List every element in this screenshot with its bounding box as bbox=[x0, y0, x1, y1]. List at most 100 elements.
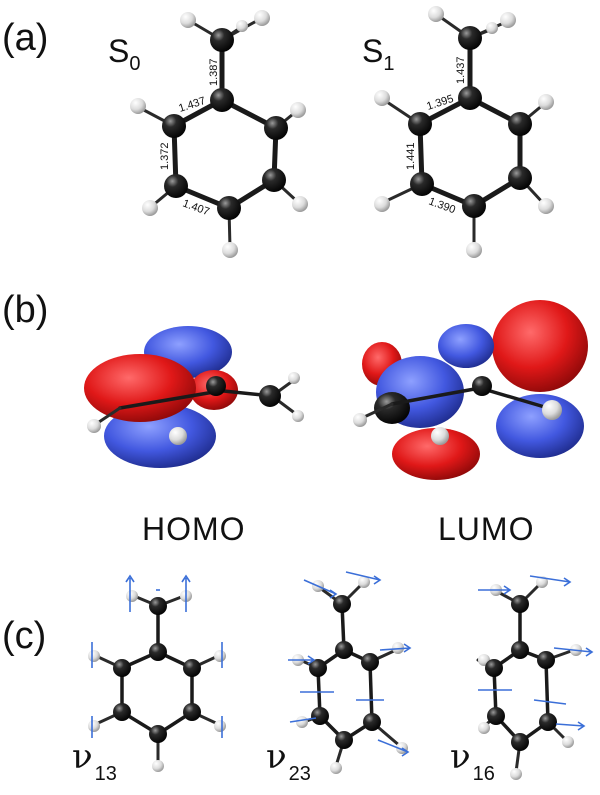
mode-16-displacement-arrows bbox=[478, 575, 594, 731]
mode-13-h-atom bbox=[214, 650, 226, 662]
s1-h-atom bbox=[538, 94, 554, 110]
s1-c-atom bbox=[408, 112, 432, 136]
mode-23-h-atom bbox=[330, 762, 342, 774]
s1-h-atom bbox=[374, 90, 390, 106]
s0-c-atom bbox=[210, 88, 234, 112]
s0-h-atom bbox=[180, 12, 196, 28]
mode-23-h-atom bbox=[296, 716, 308, 728]
lumo-negative-lobe bbox=[438, 324, 494, 368]
panel-b-label: (b) bbox=[2, 289, 48, 331]
s0-h-atom bbox=[290, 102, 306, 118]
mode-16-c-atom bbox=[487, 707, 505, 725]
s1-bond-label: 1.441 bbox=[405, 142, 417, 170]
s1-h-atom bbox=[374, 196, 390, 212]
s1-molecule: 1.437 1.395 1.441 1.390 bbox=[374, 6, 554, 258]
mode-13-displacement-arrows bbox=[91, 574, 223, 738]
mode-13-c-atom bbox=[149, 725, 167, 743]
homo-label: HOMO bbox=[142, 511, 246, 547]
mode-13-c-atom bbox=[183, 659, 201, 677]
mode-13-h-atom bbox=[214, 720, 226, 732]
s1-c-atom bbox=[508, 166, 532, 190]
mode-16-c-atom bbox=[485, 659, 503, 677]
lumo-orbital bbox=[353, 300, 588, 480]
mode-13-molecule bbox=[88, 574, 226, 772]
homo-positive-lobe bbox=[84, 354, 196, 422]
lumo-h-atom bbox=[353, 413, 367, 427]
mode-16-molecule bbox=[476, 575, 594, 780]
mode-23-c-atom bbox=[361, 653, 379, 671]
mode-13-h-atom bbox=[88, 720, 100, 732]
mode-23-h-atom bbox=[358, 576, 370, 588]
s1-c-atom bbox=[462, 194, 486, 218]
s0-c-atom bbox=[210, 28, 234, 52]
mode-13-h-atom bbox=[88, 650, 100, 662]
s1-c-atom bbox=[458, 86, 482, 110]
s0-h-atom bbox=[236, 20, 248, 32]
mode-13-c-atom bbox=[113, 659, 131, 677]
mode-16-h-atom bbox=[510, 768, 522, 780]
mode-23-c-atom bbox=[333, 595, 351, 613]
s0-h-atom bbox=[222, 242, 238, 258]
mode-13-c-atom bbox=[113, 703, 131, 721]
mode-23-c-atom bbox=[311, 707, 329, 725]
mode-23-c-atom bbox=[309, 659, 327, 677]
s1-bond-label: 1.437 bbox=[455, 56, 467, 84]
s0-bond-label: 1.372 bbox=[159, 142, 171, 170]
homo-h-atom bbox=[169, 427, 187, 445]
s1-c-atom bbox=[458, 26, 482, 50]
s0-c-atom bbox=[164, 174, 188, 198]
lumo-label: LUMO bbox=[438, 511, 534, 547]
s0-bond-label: 1.387 bbox=[208, 58, 220, 86]
s1-h-atom bbox=[428, 6, 444, 22]
lumo-h-atom bbox=[542, 400, 562, 420]
mode-23-c-atom bbox=[363, 713, 381, 731]
mode-23-displacement-arrows bbox=[288, 571, 412, 757]
mode-16-c-atom bbox=[537, 651, 555, 669]
homo-h-atom bbox=[288, 372, 300, 384]
s1-state-label: S1 bbox=[362, 33, 394, 75]
mode-16-c-atom bbox=[511, 641, 529, 659]
s1-h-atom bbox=[486, 22, 498, 34]
panel-a-label: (a) bbox=[2, 17, 48, 59]
s0-molecule: 1.387 1.437 1.372 1.407 bbox=[130, 10, 308, 258]
s0-h-atom bbox=[130, 98, 146, 114]
s0-h-atom bbox=[292, 196, 308, 212]
s1-h-atom bbox=[466, 242, 482, 258]
s0-h-atom bbox=[254, 10, 270, 26]
s0-c-atom bbox=[264, 116, 288, 140]
mode-13-c-atom bbox=[149, 643, 167, 661]
mode-23-c-atom bbox=[335, 641, 353, 659]
mode-16-h-atom bbox=[562, 736, 574, 748]
mode-13-h-atom bbox=[152, 760, 164, 772]
s1-c-atom bbox=[508, 112, 532, 136]
s0-c-atom bbox=[162, 114, 186, 138]
s1-c-atom bbox=[410, 172, 434, 196]
mode-13-c-atom bbox=[149, 597, 167, 615]
lumo-h-atom bbox=[431, 427, 449, 445]
panel-c-label: (c) bbox=[2, 615, 46, 657]
s1-h-atom bbox=[538, 198, 554, 214]
homo-c-atom bbox=[259, 385, 281, 407]
mode-13-h-atom bbox=[126, 590, 138, 602]
s0-c-atom bbox=[217, 196, 241, 220]
lumo-positive-lobe bbox=[492, 300, 588, 392]
mode-23-c-atom bbox=[335, 731, 353, 749]
s0-c-atom bbox=[262, 168, 286, 192]
lumo-c-atom bbox=[374, 392, 410, 424]
mode-16-c-atom bbox=[511, 733, 529, 751]
mode-16-c-atom bbox=[539, 713, 557, 731]
s0-h-atom bbox=[142, 200, 158, 216]
homo-h-atom bbox=[292, 410, 304, 422]
homo-h-atom bbox=[87, 419, 101, 433]
mode-16-c-atom bbox=[511, 595, 529, 613]
s1-h-atom bbox=[500, 12, 516, 28]
homo-orbital bbox=[84, 326, 304, 468]
mode-13-c-atom bbox=[183, 703, 201, 721]
lumo-negative-lobe bbox=[496, 394, 584, 458]
lumo-c-atom bbox=[472, 376, 492, 396]
lumo-positive-lobe bbox=[392, 428, 480, 480]
